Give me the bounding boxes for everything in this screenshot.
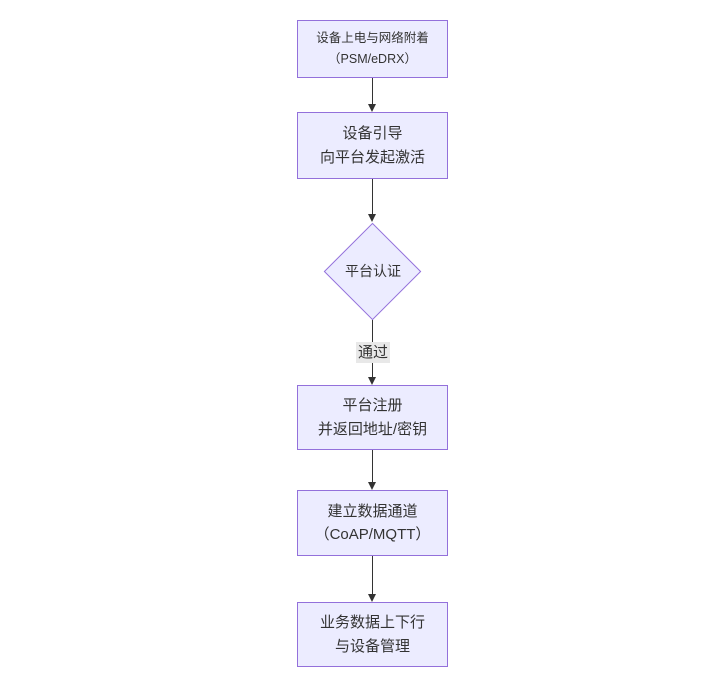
- decision-label: 平台认证: [345, 263, 401, 279]
- edge-label-pass: 通过: [355, 342, 391, 363]
- flow-node-business-data: 业务数据上下行 与设备管理: [297, 602, 448, 667]
- node-text-line: （PSM/eDRX）: [328, 52, 417, 66]
- arrowhead-icon: [368, 214, 376, 222]
- edge-line: [372, 78, 373, 104]
- arrowhead-icon: [368, 482, 376, 490]
- edge-line: [372, 450, 373, 482]
- arrowhead-icon: [368, 104, 376, 112]
- node-text-line: 设备引导: [342, 125, 403, 143]
- node-text-line: 业务数据上下行: [319, 614, 425, 632]
- flow-node-power-attach: 设备上电与网络附着 （PSM/eDRX）: [297, 20, 448, 78]
- node-text-line: 建立数据通道: [327, 502, 418, 520]
- flow-node-data-channel: 建立数据通道 （CoAP/MQTT）: [297, 490, 448, 556]
- node-text-line: 平台注册: [342, 397, 403, 415]
- node-text-line: 设备上电与网络附着: [316, 30, 429, 45]
- flow-node-bootstrap: 设备引导 向平台发起激活: [297, 112, 448, 179]
- edge-line: [372, 179, 373, 214]
- node-text-line: 并返回地址/密钥: [317, 420, 428, 438]
- edge-line: [372, 556, 373, 594]
- node-text-line: 向平台发起激活: [319, 148, 425, 166]
- node-text-line: （CoAP/MQTT）: [314, 526, 431, 543]
- flow-node-platform-register: 平台注册 并返回地址/密钥: [297, 385, 448, 450]
- arrowhead-icon: [368, 594, 376, 602]
- arrowhead-icon: [368, 377, 376, 385]
- node-text-line: 与设备管理: [334, 637, 410, 655]
